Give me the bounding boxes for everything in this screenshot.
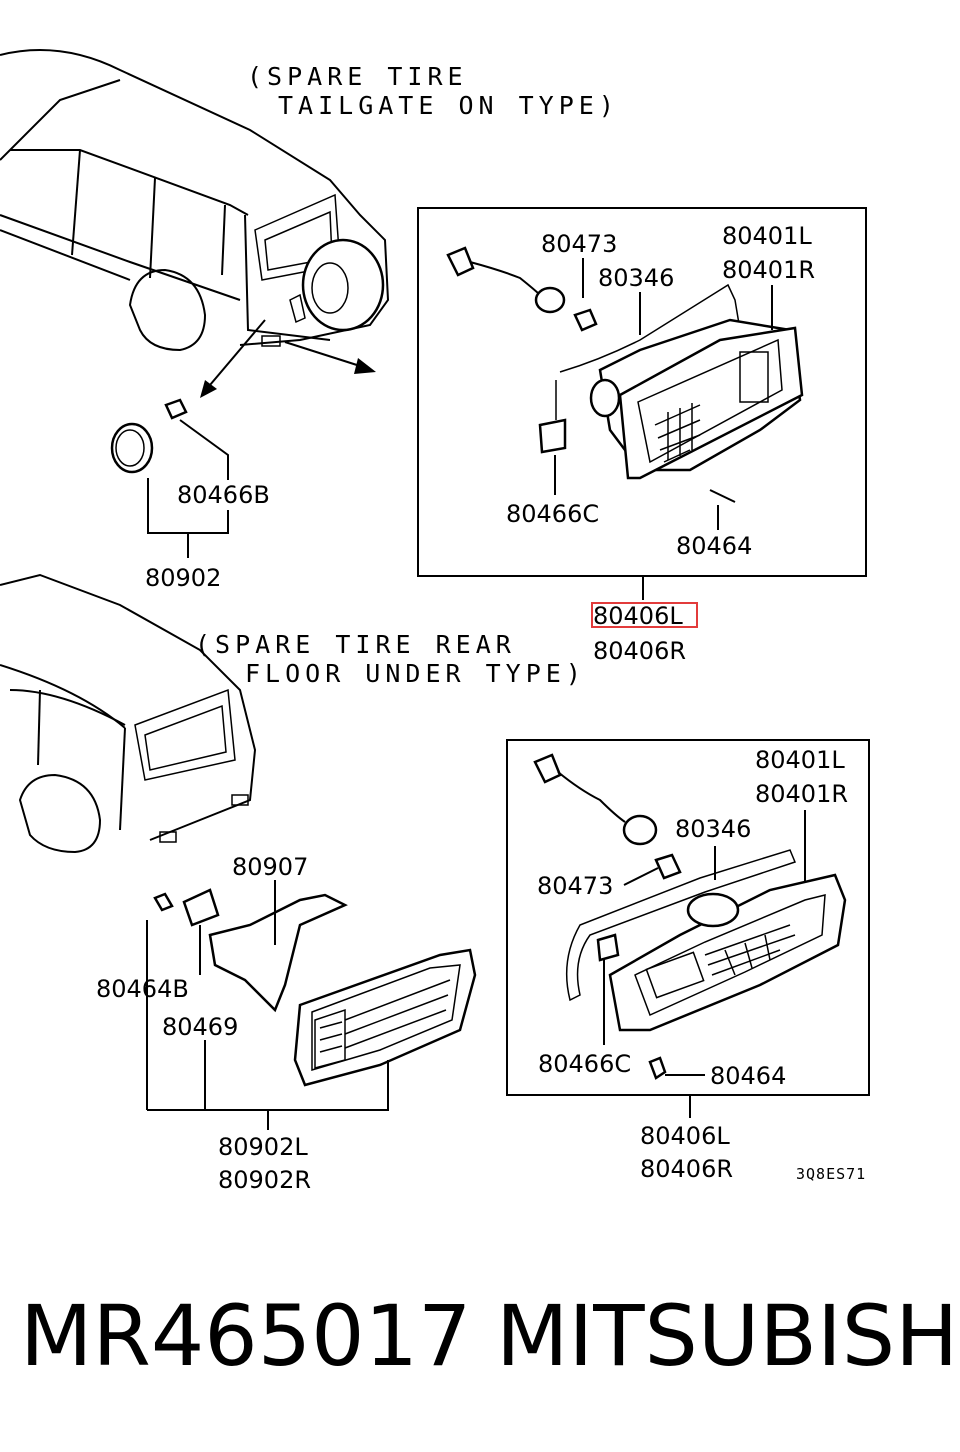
label-80406l-top: 80406L [593,602,683,630]
caption-top-line2: TAILGATE ON TYPE) [278,91,619,120]
detail-box-bottom [506,739,870,1096]
label-80401l-bottom: 80401L [755,746,845,774]
label-80473-top: 80473 [541,230,617,258]
label-80401r-bottom: 80401R [755,780,848,808]
label-80466b: 80466B [177,481,270,509]
label-80902l: 80902L [218,1133,308,1161]
vehicle-illustration-top [0,49,390,398]
label-80346-top: 80346 [598,264,674,292]
label-80406r-bottom: 80406R [640,1155,733,1183]
label-80464-bottom: 80464 [710,1062,786,1090]
label-80464-top: 80464 [676,532,752,560]
lens-grid-top [654,403,701,463]
label-80401r-top: 80401R [722,256,815,284]
label-80346-bottom: 80346 [675,815,751,843]
vehicle-illustration-bottom [0,573,257,854]
label-80406l-bottom: 80406L [640,1122,730,1150]
label-80466c-bottom: 80466C [538,1050,631,1078]
caption-bottom-line1: (SPARE TIRE REAR [195,630,516,659]
lens-grid-bottom [704,924,796,976]
label-80464b: 80464B [96,975,189,1003]
caption-top-line1: (SPARE TIRE [247,62,468,91]
label-80406r-top: 80406R [593,637,686,665]
label-80469: 80469 [162,1013,238,1041]
part-number: MR465017 [20,1287,472,1385]
label-80902r: 80902R [218,1166,311,1194]
reflector-parts-bottom [146,880,477,1130]
label-80466c-top: 80466C [506,500,599,528]
brand-name: MITSUBISHI [496,1287,960,1385]
lamp-assembly-top [446,246,804,530]
highlight-box [591,602,698,628]
reflector-parts-top [110,398,229,558]
label-80907: 80907 [232,853,308,881]
label-80902: 80902 [145,564,221,592]
label-80401l-top: 80401L [722,222,812,250]
label-80473-bottom: 80473 [537,872,613,900]
diagram-code: 3Q8ES71 [796,1165,866,1183]
caption-bottom-line2: FLOOR UNDER TYPE) [245,659,586,688]
lamp-assembly-bottom [533,753,847,1080]
